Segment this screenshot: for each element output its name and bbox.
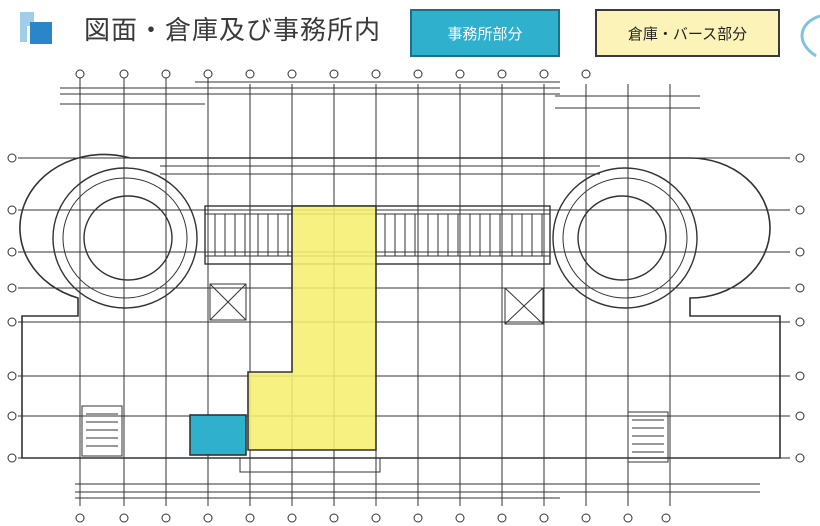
header: 図面・倉庫及び事務所内 事務所部分 倉庫・バース部分 <box>0 0 820 70</box>
floor-plan <box>7 69 805 523</box>
page-title: 図面・倉庫及び事務所内 <box>84 16 382 46</box>
legend-warehouse: 倉庫・バース部分 <box>595 9 780 57</box>
corner-decoration <box>800 14 820 58</box>
title-square-icon <box>18 10 54 46</box>
office-area <box>189 414 247 456</box>
legend-office: 事務所部分 <box>410 9 560 57</box>
warehouse-area <box>247 205 377 451</box>
